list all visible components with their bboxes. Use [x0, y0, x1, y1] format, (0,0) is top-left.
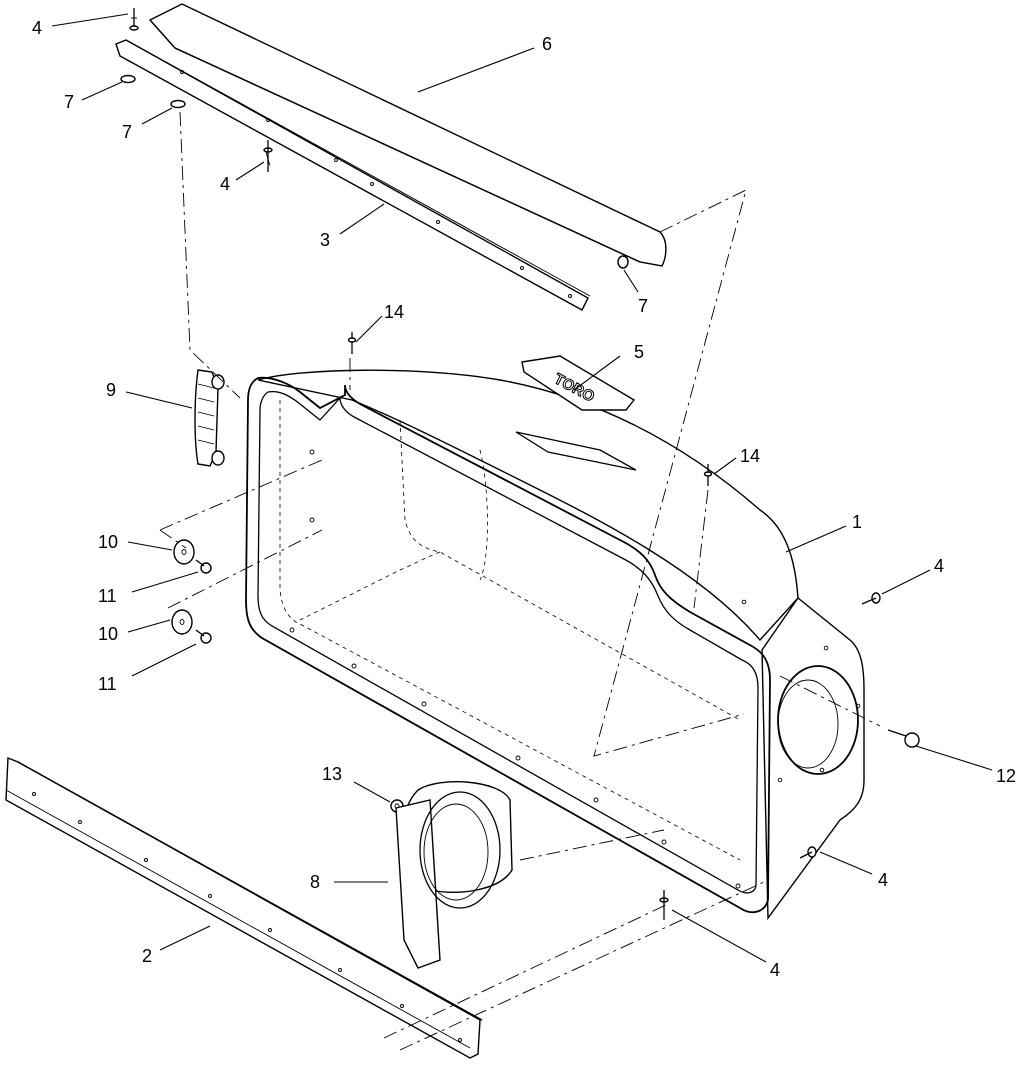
callout-12: 12 — [996, 766, 1016, 786]
callout-4-right-lower: 4 — [878, 870, 888, 890]
callout-4-bottom: 4 — [770, 960, 780, 980]
assembly-phantom-lines — [159, 111, 881, 1051]
callout-11-lower: 11 — [98, 674, 117, 694]
callout-2: 2 — [142, 946, 152, 966]
washer-part-7-b — [170, 99, 186, 109]
callout-8: 8 — [310, 872, 320, 892]
callout-14-left: 14 — [384, 302, 404, 322]
bolt-part-11-lower — [195, 629, 212, 644]
rivet-part-4-right-lower — [799, 846, 817, 859]
callout-6: 6 — [542, 34, 552, 54]
mounting-strip-part-3 — [115, 39, 591, 311]
callout-5: 5 — [634, 342, 644, 362]
mesh-screen-part-6 — [148, 3, 667, 267]
callout-7-a: 7 — [64, 92, 74, 112]
washer-part-7-c — [617, 255, 629, 269]
handle-part-9 — [194, 369, 225, 467]
callout-4-top-left: 4 — [32, 18, 42, 38]
callout-4-strip: 4 — [220, 174, 230, 194]
duct-adapter-part-8 — [395, 781, 513, 969]
washer-part-10-upper — [173, 539, 195, 565]
angle-rail-part-2 — [5, 756, 483, 1059]
bolt-part-12 — [887, 729, 920, 748]
callout-7-b: 7 — [122, 122, 132, 142]
washer-part-7-a — [120, 74, 136, 84]
callout-4-right-upper: 4 — [934, 556, 944, 576]
callout-1: 1 — [852, 512, 862, 532]
callout-10-upper: 10 — [98, 532, 118, 552]
callout-3: 3 — [320, 230, 330, 250]
callout-10-lower: 10 — [98, 624, 118, 644]
callout-labels: 1 2 3 4 4 4 4 4 5 6 7 7 7 8 9 10 10 11 1… — [32, 18, 1016, 980]
bolt-part-11-upper — [195, 559, 212, 574]
rivet-part-4-bottom — [659, 890, 669, 920]
stud-part-14-left — [347, 332, 357, 354]
housing-part-1 — [245, 369, 865, 921]
leader-lines — [51, 13, 993, 963]
callout-7-c: 7 — [638, 296, 648, 316]
rivet-part-4-right-upper — [861, 592, 881, 605]
stud-part-14-right — [703, 464, 713, 486]
rivet-part-4-strip — [263, 140, 273, 172]
callout-9: 9 — [106, 380, 116, 400]
callout-13: 13 — [322, 764, 342, 784]
callout-14-right: 14 — [740, 446, 760, 466]
washer-part-10-lower — [171, 609, 193, 635]
callout-11-upper: 11 — [98, 586, 117, 606]
rivet-part-4-top-left — [129, 8, 139, 31]
